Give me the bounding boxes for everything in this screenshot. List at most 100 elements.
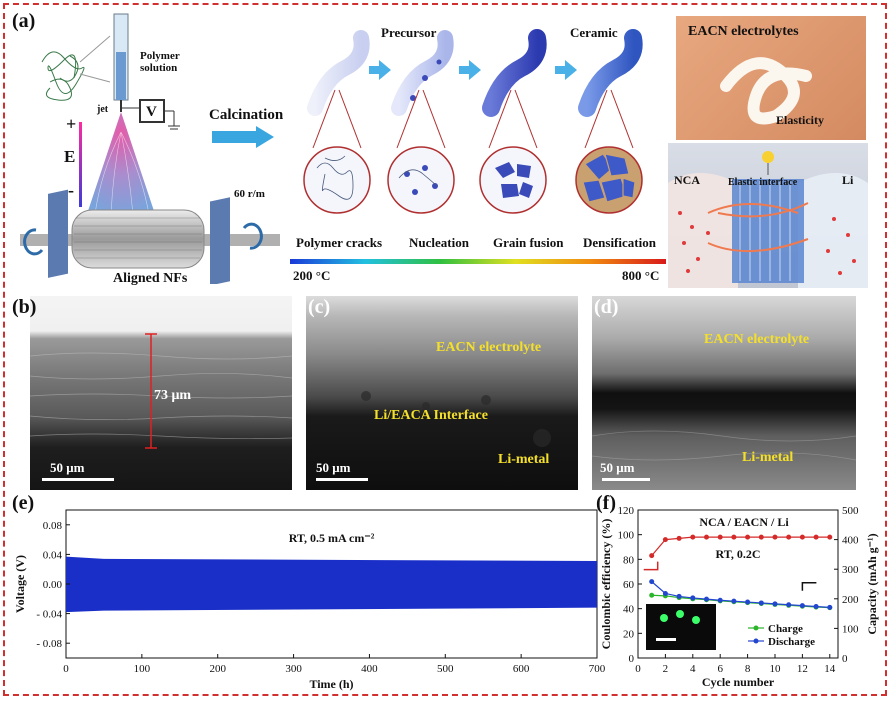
y-right-axis-label: Capacity (mAh g⁻¹) [865,533,879,634]
y-right-tick-label: 200 [842,594,859,606]
y-right-tick-label: 100 [842,623,859,635]
sem-image-b: 73 μm 50 μm [30,296,292,490]
y-tick-label: - 0.04 [36,609,62,621]
panel-d-label: (d) [594,296,619,318]
data-point-coulombic-efficiency [662,537,668,543]
y-left-axis-label: Coulombic efficiency (%) [600,519,613,650]
x-tick-label: 0 [635,663,641,675]
right-axis-arrow-icon [801,582,817,591]
y-tick-label: 0.00 [43,579,63,591]
elastic-interface-diagram [668,151,868,288]
led-glow [660,614,668,622]
elastic-ribbon-image [720,57,812,125]
x-tick-label: 10 [769,663,781,675]
data-point-coulombic-efficiency [745,534,751,540]
y-left-tick-label: 60 [623,579,635,591]
data-point-coulombic-efficiency [649,553,655,559]
data-point-discharge [799,603,805,609]
x-axis-label: Cycle number [702,675,775,689]
legend-marker [753,638,759,644]
x-tick-label: 8 [745,663,751,675]
data-point-charge [649,592,655,598]
y-left-tick-label: 40 [623,604,635,616]
data-point-discharge [813,603,819,609]
panel-b-label: (b) [12,296,37,318]
scale-bar-d: 50 μm [600,460,635,475]
x-tick-label: 12 [797,663,808,675]
panel-f-label: (f) [596,492,616,514]
x-tick-label: 2 [663,663,669,675]
x-tick-label: 6 [717,663,723,675]
data-point-discharge [786,602,792,608]
temp-end-label: 800 °C [622,268,660,283]
y-tick-label: - 0.08 [36,638,62,650]
data-point-discharge [703,596,709,602]
left-axis-arrow-icon [643,561,659,571]
jet-label: jet [97,104,109,115]
legend-label: Charge [768,623,803,635]
y-tick-label: 0.08 [43,520,63,532]
data-point-coulombic-efficiency [758,534,764,540]
data-point-coulombic-efficiency [772,534,778,540]
temperature-gradient-bar [290,259,666,264]
y-left-tick-label: 0 [629,653,635,665]
data-point-coulombic-efficiency [786,534,792,540]
y-left-tick-label: 80 [623,554,635,566]
y-left-tick-label: 100 [618,530,635,542]
data-point-discharge [745,599,751,605]
inset-scale-bar [656,638,676,641]
data-point-discharge [690,595,696,601]
x-tick-label: 600 [513,663,530,675]
scale-bar-b: 50 μm [50,460,85,475]
y-left-tick-label: 20 [623,628,635,640]
data-point-discharge [772,601,778,607]
aligned-nfs-label: Aligned NFs [113,271,188,286]
x-axis-label: Time (h) [309,677,353,691]
panel-e-label: (e) [12,492,35,514]
stage-nucleation: Nucleation [409,235,469,250]
led-glow [692,616,700,624]
photo-title: EACN electrolytes [688,24,799,39]
y-right-tick-label: 300 [842,564,859,576]
elastic-interface-label: Elastic interface [728,177,798,188]
stage-polymer-cracks: Polymer cracks [296,235,383,250]
legend-label: Discharge [768,636,815,648]
legend-marker [753,625,759,631]
panel-a-label: (a) [12,10,36,32]
stage-densification: Densification [583,235,656,250]
rpm-label: 60 r/m [234,188,265,200]
c-electrolyte-label: EACN electrolyte [436,340,542,355]
plus-sign: + [66,114,77,134]
ceramic-label: Ceramic [570,25,618,40]
nca-label: NCA [674,173,700,187]
sem-image-c: EACN electrolyte Li/EACA Interface Li-me… [306,296,578,490]
y-right-tick-label: 500 [842,505,859,517]
data-point-coulombic-efficiency [731,534,737,540]
x-tick-label: 300 [285,663,302,675]
voltage-band [66,556,597,613]
x-tick-label: 0 [63,663,69,675]
x-tick-label: 4 [690,663,696,675]
thickness-label: 73 μm [154,388,192,403]
photo-caption: Elasticity [776,113,824,127]
minus-sign: - [68,180,74,200]
polymer-solution-label: Polymer solution [140,50,180,74]
sem-texture-b [30,333,292,481]
temp-start-label: 200 °C [293,268,331,283]
panel-c-label: (c) [308,296,331,318]
d-li-metal-label: Li-metal [742,450,794,465]
data-point-coulombic-efficiency [799,534,805,540]
c-interface-label: Li/EACA Interface [374,408,488,423]
voltage-symbol: V [146,104,157,120]
chart-title: NCA / EACN / Li [699,515,789,529]
y-axis-label: Voltage (V) [13,555,27,613]
data-point-discharge [758,600,764,606]
x-tick-label: 14 [824,663,836,675]
stage-grain-fusion: Grain fusion [493,235,564,250]
calcination-arrow-icon [212,126,274,148]
data-point-coulombic-efficiency [690,534,696,540]
data-point-coulombic-efficiency [676,535,682,541]
data-point-coulombic-efficiency [703,534,709,540]
